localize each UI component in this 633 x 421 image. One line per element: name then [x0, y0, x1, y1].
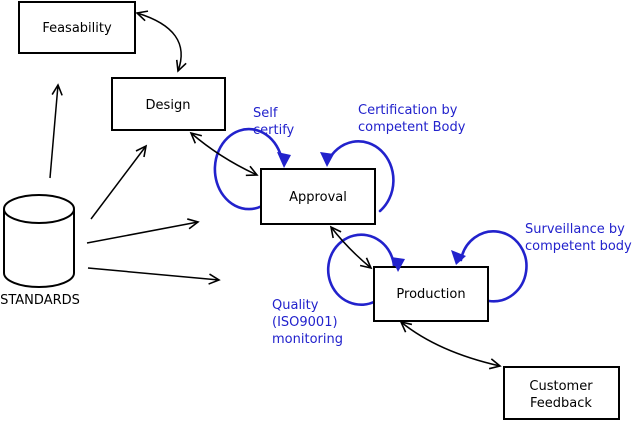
cylinder-top-ellipse — [3, 194, 75, 224]
surveillance-loop-arc — [459, 230, 528, 303]
surveillance-arrowhead-icon — [451, 250, 466, 265]
certification-label-line1: Certification by — [358, 103, 458, 118]
standards-label: STANDARDS — [0, 293, 80, 308]
node-boxes — [18, 1, 620, 420]
arrow-approval-production — [329, 225, 373, 270]
certification-label-line2: competent Body — [358, 120, 466, 135]
certification-loop-arc — [326, 140, 395, 213]
quality-label-line1: Quality — [272, 298, 319, 313]
quality-label-line2: (ISO9001) — [272, 315, 338, 330]
customer-feedback-box — [503, 366, 620, 420]
feasability-label: Feasability — [42, 21, 112, 36]
production-box — [373, 266, 489, 322]
arrow-design-approval — [189, 131, 259, 177]
customer-feedback-label-line1: Customer — [529, 379, 593, 394]
arrow-feasability-design — [135, 10, 187, 73]
arrow-standards-feasability — [49, 83, 63, 179]
feasability-box — [18, 1, 136, 54]
black-arrows — [49, 10, 502, 370]
annotation-labels: Self certify Certification by competent … — [253, 103, 632, 347]
self-certify-label-line2: certify — [253, 123, 295, 138]
quality-arrowhead-icon — [391, 257, 405, 272]
arrow-standards-approval — [86, 218, 200, 244]
customer-feedback-label-line2: Feedback — [530, 396, 592, 411]
quality-label-line3: monitoring — [272, 332, 343, 347]
arrow-standards-design — [90, 144, 148, 220]
self-certify-label-line1: Self — [253, 106, 278, 121]
surveillance-label-line2: competent body — [525, 239, 632, 254]
design-label: Design — [146, 98, 191, 113]
node-labels: Feasability Design Approval Production C… — [0, 21, 593, 411]
arrow-production-customer-feedback — [399, 320, 502, 370]
arrow-standards-production — [87, 267, 221, 285]
certification-arrowhead-icon — [320, 152, 334, 167]
design-box — [111, 77, 226, 131]
surveillance-label-line1: Surveillance by — [525, 222, 625, 237]
approval-box — [260, 168, 376, 225]
blue-loop-arrowheads — [277, 152, 466, 272]
self-certify-arrowhead-icon — [277, 152, 291, 168]
production-label: Production — [396, 287, 465, 302]
standards-cylinder — [3, 194, 75, 288]
approval-label: Approval — [289, 190, 347, 205]
